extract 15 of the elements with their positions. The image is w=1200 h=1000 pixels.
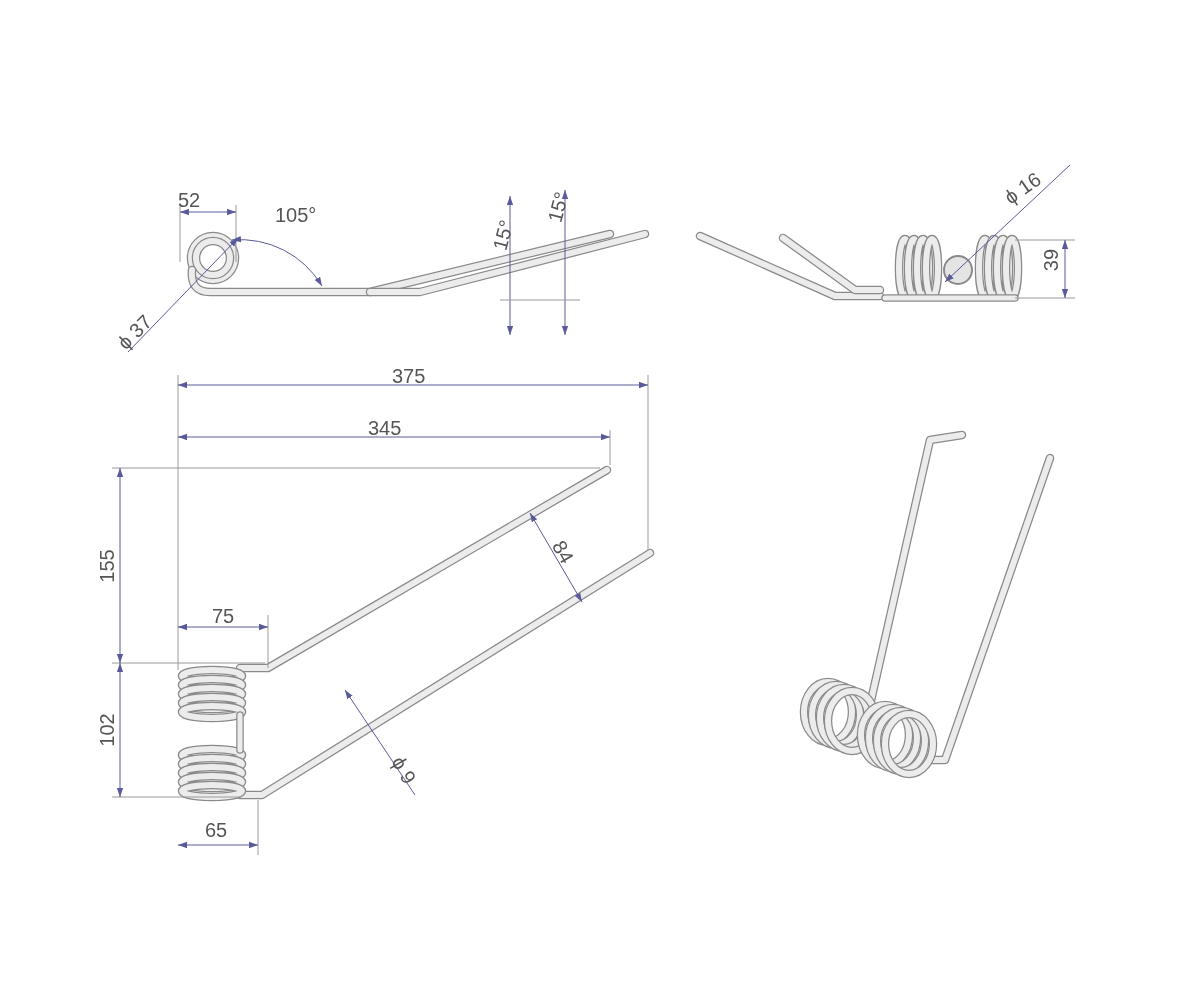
diameter-label: ϕ 9 [388, 752, 420, 788]
dimension-label: 345 [368, 418, 402, 438]
dimension-label: 75 [212, 606, 235, 626]
dimension-label: 39 [1041, 248, 1062, 272]
dimension-label: 52 [178, 190, 201, 210]
angle-label: 15° [544, 189, 572, 225]
dimension-label: 65 [205, 820, 228, 840]
dimension-label: 84 [548, 537, 578, 567]
dimension-label: 375 [392, 366, 426, 386]
diameter-label: ϕ 16 [1000, 168, 1045, 208]
diameter-label: ϕ 37 [113, 311, 156, 353]
angle-label: 15° [489, 217, 517, 253]
dimension-label: 102 [96, 713, 117, 747]
dimension-label: 155 [96, 549, 117, 583]
angle-label: 105° [275, 205, 317, 225]
